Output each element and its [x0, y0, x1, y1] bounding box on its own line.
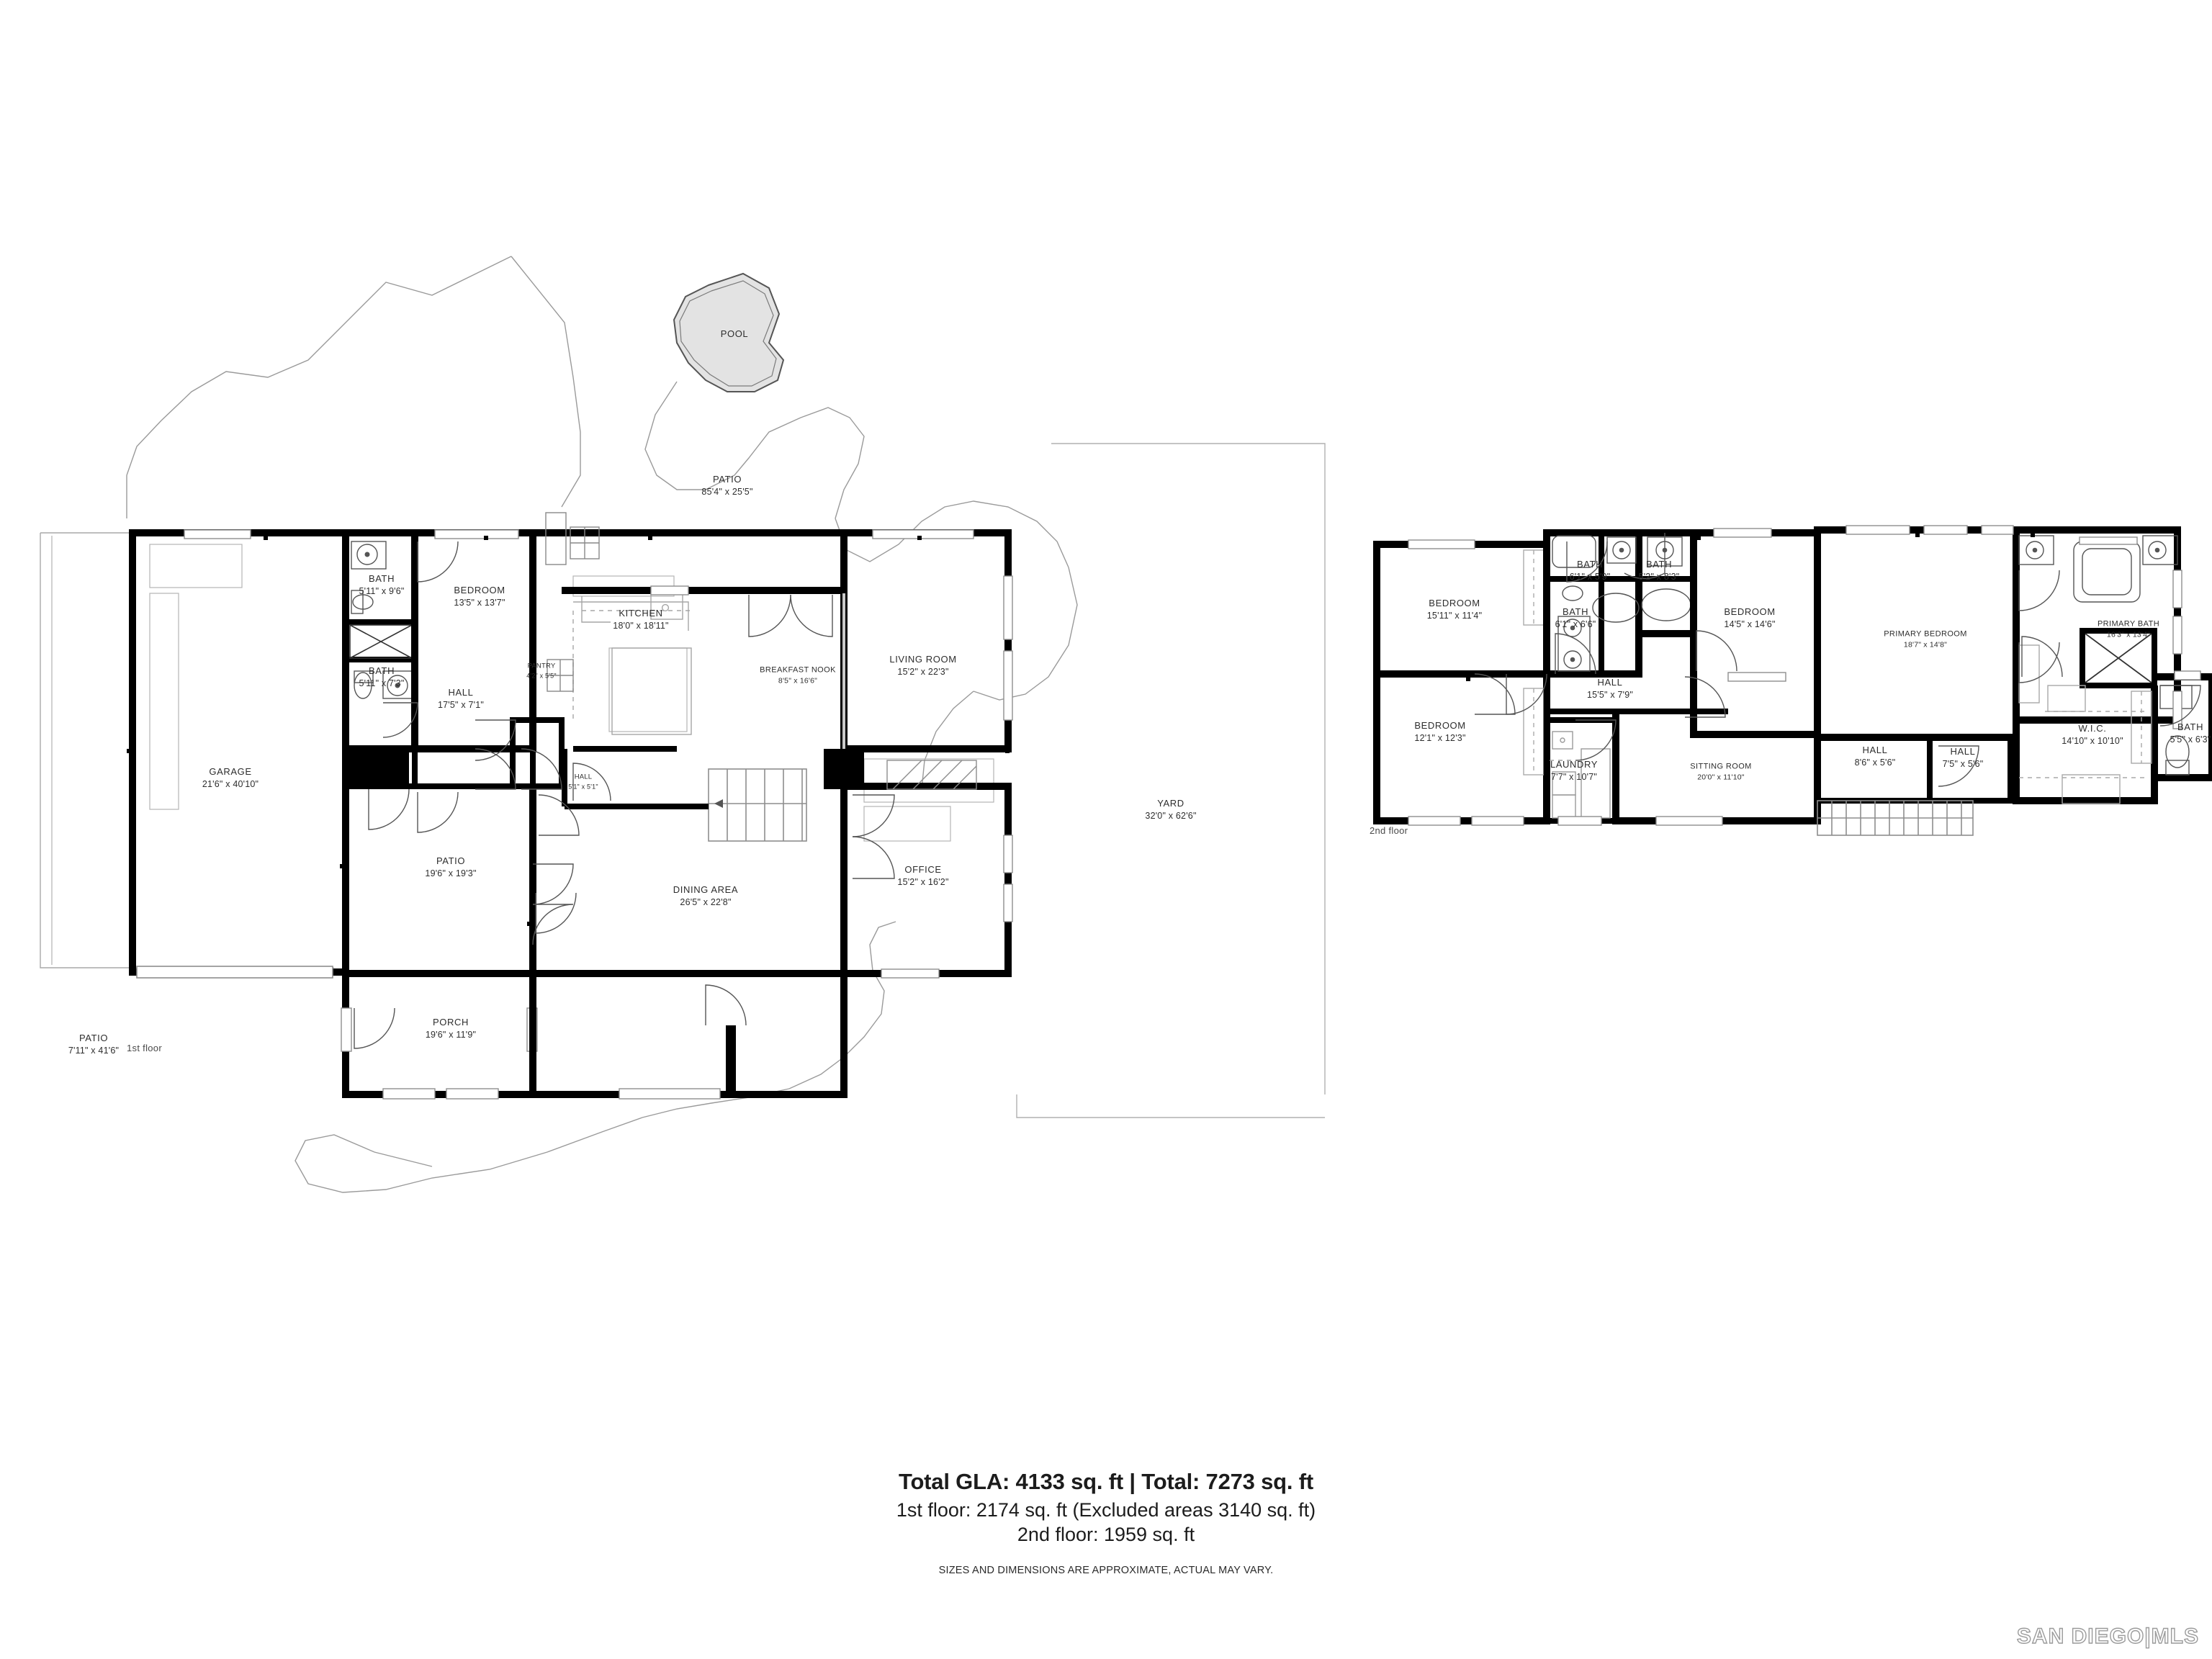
floor1-walls	[127, 512, 1013, 1100]
pool-shape	[673, 272, 785, 392]
san-diego-mls-logo: SAN DIEGO|MLS	[2016, 1624, 2199, 1648]
landscape-outlines	[40, 256, 1326, 1193]
floor2-walls	[1373, 525, 2212, 836]
summary-footer: Total GLA: 4133 sq. ft | Total: 7273 sq.…	[0, 1469, 2212, 1576]
total-gla-line: Total GLA: 4133 sq. ft | Total: 7273 sq.…	[899, 1469, 1313, 1494]
first-floor-line: 1st floor: 2174 sq. ft (Excluded areas 3…	[896, 1499, 1316, 1521]
floor1-caption: 1st floor	[127, 1043, 162, 1053]
second-floor-line: 2nd floor: 1959 sq. ft	[1017, 1524, 1195, 1545]
floor2-caption: 2nd floor	[1370, 825, 1408, 836]
disclaimer-text: SIZES AND DIMENSIONS ARE APPROXIMATE, AC…	[938, 1565, 1274, 1576]
